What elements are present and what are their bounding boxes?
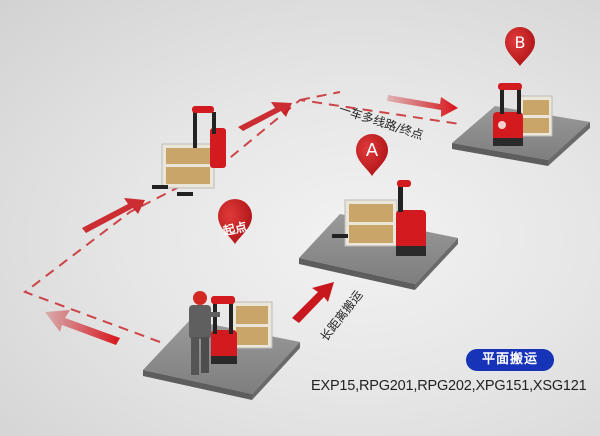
operator-figure: [189, 291, 220, 375]
direction-arrows: [45, 95, 458, 345]
forklift-transit: [152, 106, 226, 196]
forklift-start: [211, 296, 273, 364]
category-badge: 平面搬运: [466, 349, 554, 371]
pin-b-label: B: [514, 33, 526, 52]
pin-start-icon: [218, 199, 252, 244]
forklift-b: [493, 83, 553, 146]
forklift-a: [332, 180, 426, 256]
dashed-route: [22, 91, 461, 343]
pin-a-icon: [356, 134, 388, 176]
pin-a-label: A: [365, 140, 379, 161]
models-list: EXP15,RPG201,RPG202,XPG151,XSG121: [311, 378, 587, 394]
pin-b-icon: [505, 27, 535, 66]
